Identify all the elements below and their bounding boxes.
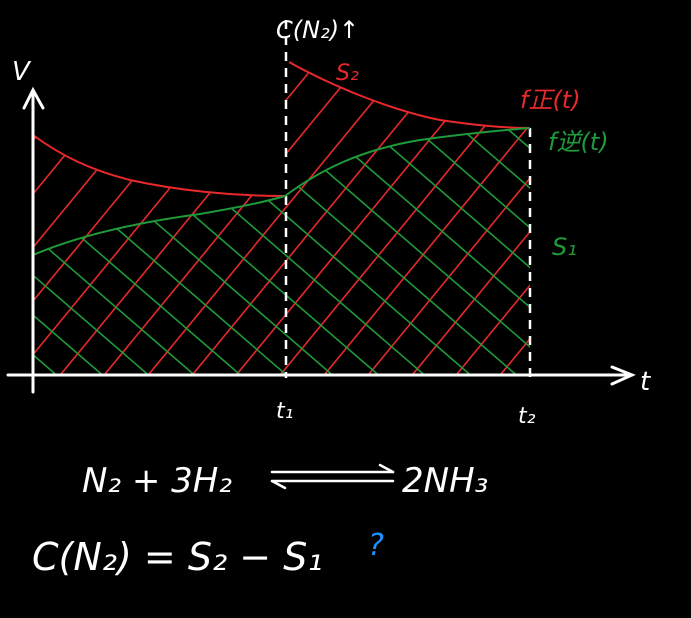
x-axis-label: t [640, 367, 651, 397]
red-hatch-line [491, 62, 530, 375]
green-hatch-line [33, 128, 253, 375]
red-hatch-line [536, 20, 691, 385]
equilibrium-arrows [270, 463, 395, 490]
axes [6, 86, 636, 394]
forward-rate-curve-before [32, 134, 286, 197]
green-hatch-line [33, 128, 161, 375]
jump-label: C(N₂)↑ [276, 16, 359, 44]
red-hatch-line [624, 20, 691, 385]
green-hatch-line [427, 128, 530, 375]
red-hatch-line [403, 62, 530, 375]
red-hatch-line [668, 20, 691, 385]
red-hatch-line [51, 62, 353, 375]
reaction-left: N₂ + 3H₂ [82, 461, 232, 501]
reverse-rate-curve [32, 127, 531, 256]
x-axis-arrowhead [610, 365, 636, 386]
forward-rate-curve-after [288, 61, 531, 129]
green-hatch-line [381, 128, 530, 375]
red-hatch-line [227, 62, 529, 375]
reverse-rate-label: f逆(t) [548, 128, 609, 156]
red-hatch-line [183, 62, 485, 375]
green-hatch-line [335, 128, 530, 375]
green-hatch-line [33, 128, 299, 375]
green-hatch-line [612, 100, 691, 385]
reaction-right: 2NH₃ [402, 461, 488, 501]
red-hatch-line [447, 62, 530, 375]
red-hatch-line [139, 62, 441, 375]
green-hatch-line [658, 100, 691, 385]
red-hatch-line [580, 20, 691, 385]
area-s2-label: S₂ [336, 61, 359, 86]
red-hatch-line [315, 62, 530, 375]
concentration-equation: C(N₂) = S₂ − S₁ [32, 535, 323, 579]
tick-label-t1: t₁ [276, 399, 293, 424]
forward-rate-label: f正(t) [520, 86, 581, 114]
green-hatch-line [0, 100, 22, 385]
tick-label-t2: t₂ [518, 404, 536, 429]
y-axis-arrowhead [22, 86, 45, 110]
y-axis-label: V [12, 57, 32, 87]
red-hatch-line [359, 62, 530, 375]
area-s1-label: S₁ [552, 233, 577, 261]
green-hatch-line [33, 128, 115, 375]
question-mark: ? [368, 528, 384, 563]
red-hatch-line [33, 62, 265, 375]
